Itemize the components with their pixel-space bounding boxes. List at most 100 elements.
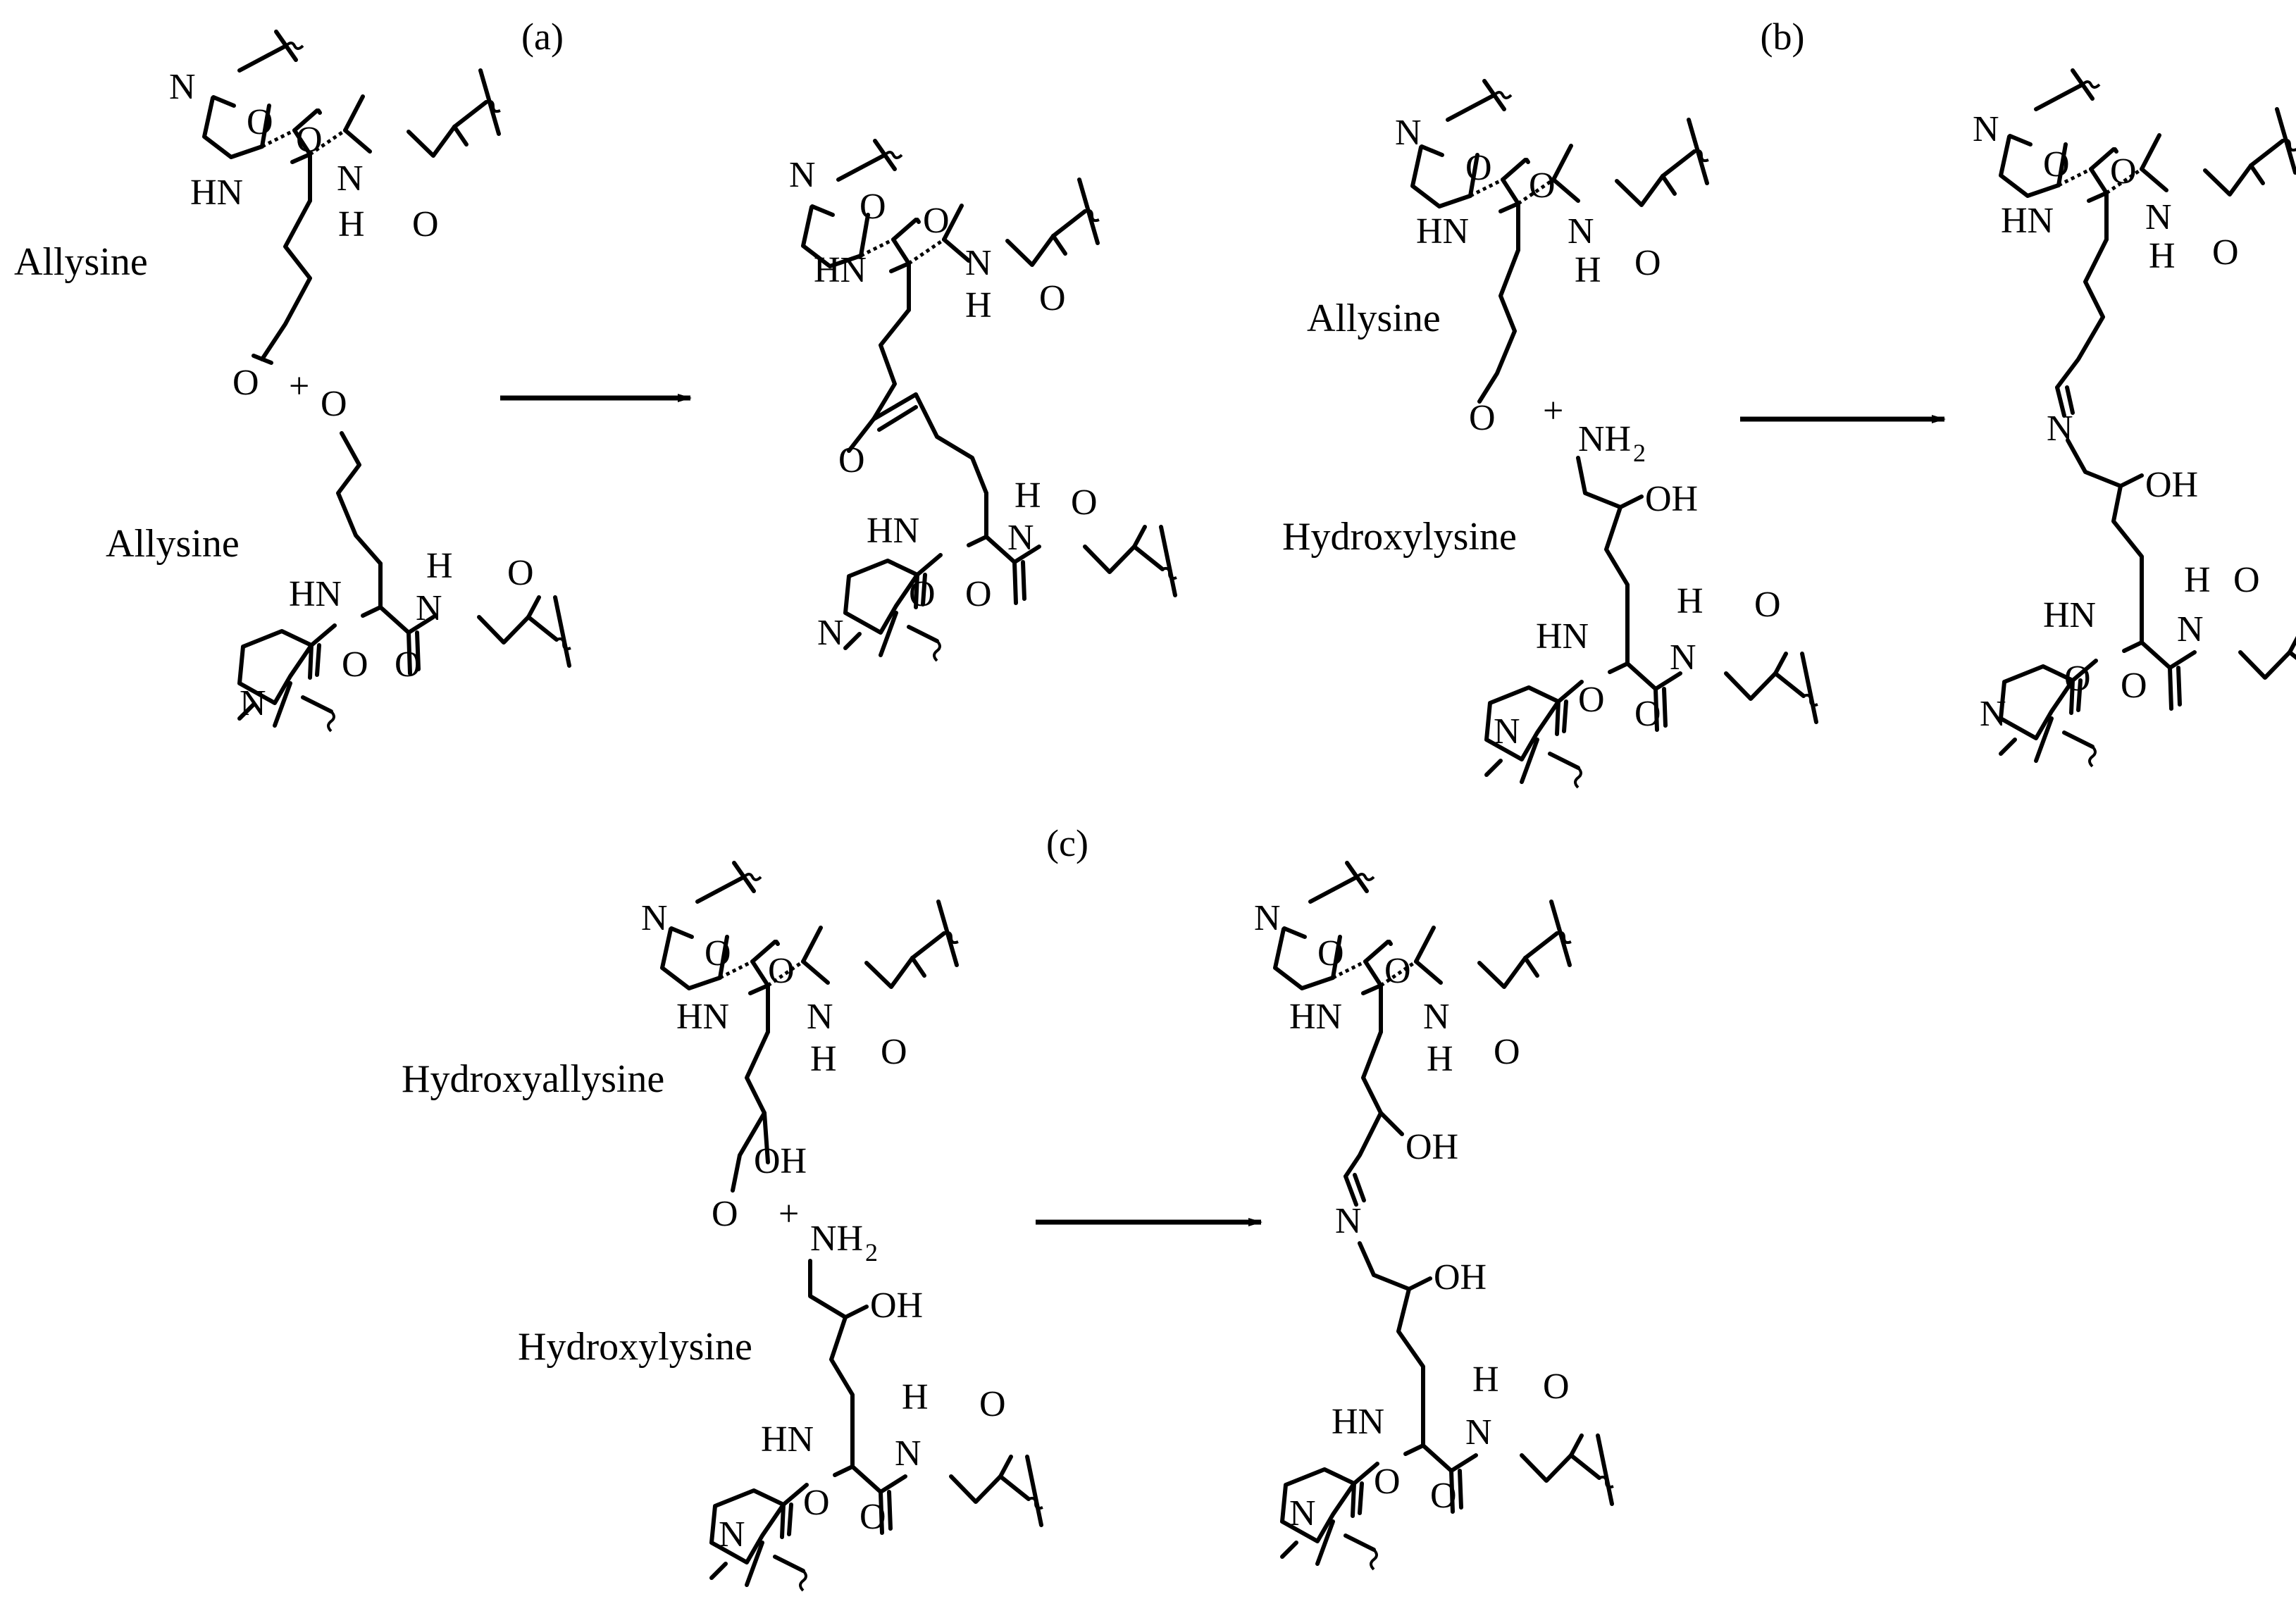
svg-text:O: O [803,1483,830,1523]
svg-text:N: N [169,67,196,107]
svg-text:O: O [923,201,950,241]
svg-text:HN: HN [2001,201,2054,241]
svg-text:H: H [902,1377,929,1417]
reactant-b1-structure: O N O HN O N H O [1395,81,1708,438]
compound-name-a-reactant1: Allysine [14,240,148,284]
svg-text:O: O [2233,560,2260,600]
svg-text:N: N [416,588,442,628]
svg-text:O: O [1578,680,1605,720]
svg-text:O: O [412,204,439,244]
compound-name-b-reactant1: Allysine [1307,297,1441,340]
svg-text:N: N [789,155,816,195]
plus-sign-a: + [289,366,309,406]
product-c-structure: OH N OH N O HN O N H O HN N H O O O N [1254,863,1613,1569]
panel-a-label: (a) [521,15,564,58]
svg-text:O: O [1529,166,1556,206]
svg-text:H: H [1427,1039,1453,1079]
panel-b-label: (b) [1761,15,1805,58]
svg-text:HN: HN [190,173,243,213]
panel-c-label: (c) [1046,822,1088,864]
svg-text:O: O [1469,398,1496,438]
svg-text:O: O [342,645,368,685]
svg-text:N: N [1494,711,1520,752]
svg-text:H: H [338,204,365,244]
svg-text:H: H [810,1039,837,1079]
svg-text:O: O [1374,1462,1401,1502]
svg-text:H: H [2149,236,2176,276]
svg-text:O: O [1634,243,1661,283]
svg-text:H: H [426,546,453,586]
svg-text:H: H [965,285,992,325]
reactant-c2-structure: NH 2 OH HN N H O O O N [712,1219,1043,1591]
compound-name-c-reactant2: Hydroxylysine [518,1325,752,1369]
product-a-structure: O N O HN O N H O HN N H O O O N [789,141,1177,661]
svg-text:O: O [2110,151,2137,192]
product-b-structure: N OH N O HN O N H O HN N H O O O N [1973,70,2296,766]
svg-text:O: O [395,645,421,685]
svg-text:N: N [2145,197,2172,237]
svg-text:N: N [1395,113,1422,153]
compound-name-b-reactant2: Hydroxylysine [1282,515,1517,559]
svg-text:O: O [860,1497,886,1537]
svg-text:HN: HN [1536,616,1589,657]
panel-b: (b) Allysine Hydroxylysine + O N O HN O … [1282,15,2296,788]
compound-name-c-reactant1: Hydroxyallysine [402,1057,664,1101]
svg-text:N: N [895,1433,921,1474]
svg-text:H: H [1677,581,1704,621]
svg-text:O: O [2064,659,2091,699]
svg-text:N: N [965,243,992,283]
svg-text:HN: HN [1289,997,1342,1037]
svg-text:HN: HN [761,1419,814,1460]
svg-text:O: O [1634,694,1661,734]
svg-text:O: O [2212,232,2239,273]
svg-text:HN: HN [867,511,919,551]
svg-text:N: N [1254,898,1281,938]
svg-text:O: O [2121,666,2147,706]
svg-text:O: O [1384,951,1411,991]
svg-text:O: O [1430,1476,1457,1516]
svg-text:N: N [1335,1201,1362,1241]
svg-text:O: O [1494,1032,1520,1072]
svg-text:N: N [641,898,668,938]
svg-text:O: O [712,1194,738,1234]
plus-sign-c: + [778,1194,799,1234]
reactant-a2-structure: O HN N H O O O N [240,384,571,731]
svg-text:N: N [1973,109,1999,149]
svg-text:N: N [817,613,844,653]
svg-text:N: N [1007,518,1034,558]
plus-sign-b: + [1543,391,1563,431]
svg-text:NH: NH [810,1219,863,1259]
svg-text:O: O [1754,585,1781,625]
svg-text:H: H [1014,475,1041,516]
svg-text:H: H [1472,1360,1499,1400]
svg-text:OH: OH [870,1286,923,1326]
svg-text:N: N [1423,997,1450,1037]
panel-a: (a) Allysine Allysine + O N O HN O N H O… [14,15,1177,731]
svg-text:2: 2 [1633,439,1646,467]
svg-text:O: O [881,1032,907,1072]
svg-text:N: N [1568,211,1594,251]
svg-text:HN: HN [289,574,342,614]
svg-text:H: H [1575,250,1601,290]
svg-text:2: 2 [865,1238,878,1267]
svg-text:N: N [807,997,833,1037]
svg-text:O: O [1317,933,1344,973]
compound-name-a-reactant2: Allysine [106,522,240,566]
svg-text:O: O [296,120,323,160]
svg-text:O: O [507,553,534,593]
svg-text:O: O [909,574,936,614]
svg-text:O: O [1465,148,1492,188]
svg-text:N: N [240,683,266,723]
svg-text:HN: HN [1416,211,1469,251]
svg-text:OH: OH [754,1141,807,1181]
svg-text:N: N [2047,409,2073,449]
reactant-b2-structure: NH 2 OH HN N H O O O N [1487,419,1818,788]
svg-text:OH: OH [1434,1257,1487,1298]
reactant-c1-structure: OH O N O HN O N H O [641,863,958,1234]
svg-text:O: O [2043,144,2070,185]
svg-text:OH: OH [2145,465,2198,505]
svg-text:N: N [1465,1412,1492,1452]
svg-text:O: O [1039,278,1066,318]
svg-text:O: O [860,187,886,227]
